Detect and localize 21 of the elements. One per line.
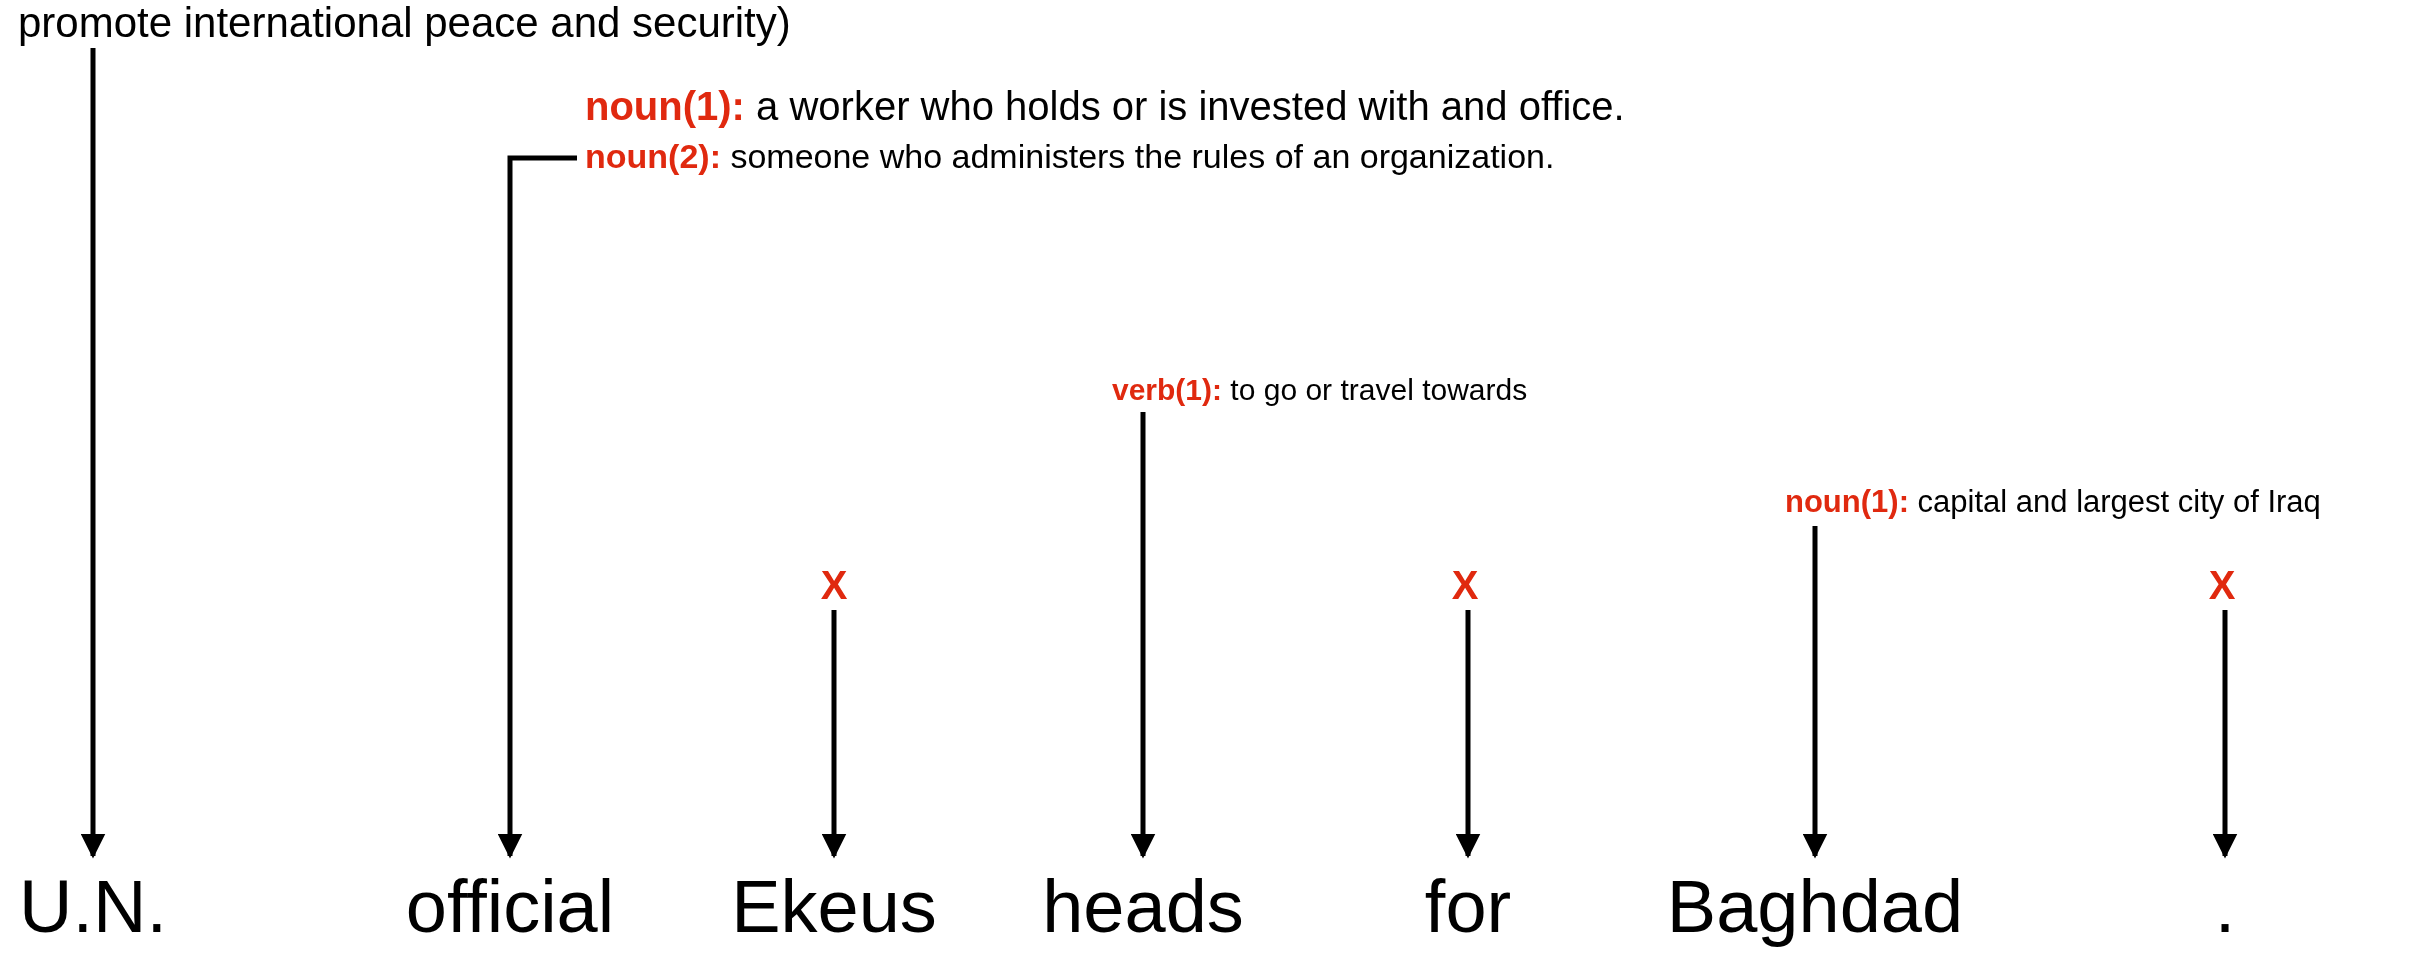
- sentence-word: official: [405, 862, 615, 952]
- definition-text: noun(1): capital and largest city of Iraq: [1785, 480, 2321, 524]
- cross-mark: X: [1451, 562, 1479, 608]
- arrow: [1802, 526, 1828, 859]
- sentence-word: Ekeus: [731, 862, 937, 952]
- arrow: [497, 155, 577, 859]
- sentence-word: U.N.: [19, 862, 167, 952]
- definition-text: verb(1): to go or travel towards: [1112, 370, 1528, 410]
- cross-mark: X: [820, 562, 848, 608]
- sentence-word: for: [1424, 862, 1512, 952]
- arrow: [2212, 610, 2238, 859]
- cross-mark: X: [2208, 562, 2236, 608]
- arrow: [1130, 412, 1156, 859]
- definition-text: promote international peace and security): [18, 0, 791, 46]
- sentence-word: heads: [1042, 862, 1244, 952]
- sentence-word: Baghdad: [1666, 862, 1964, 952]
- arrow: [1455, 610, 1481, 859]
- definition-text: noun(1): a worker who holds or is invested with and office. noun(2): someone who administers the rules of an organization.: [585, 80, 1625, 180]
- sentence-word: .: [2214, 862, 2236, 952]
- arrow: [80, 48, 106, 859]
- arrow: [821, 610, 847, 859]
